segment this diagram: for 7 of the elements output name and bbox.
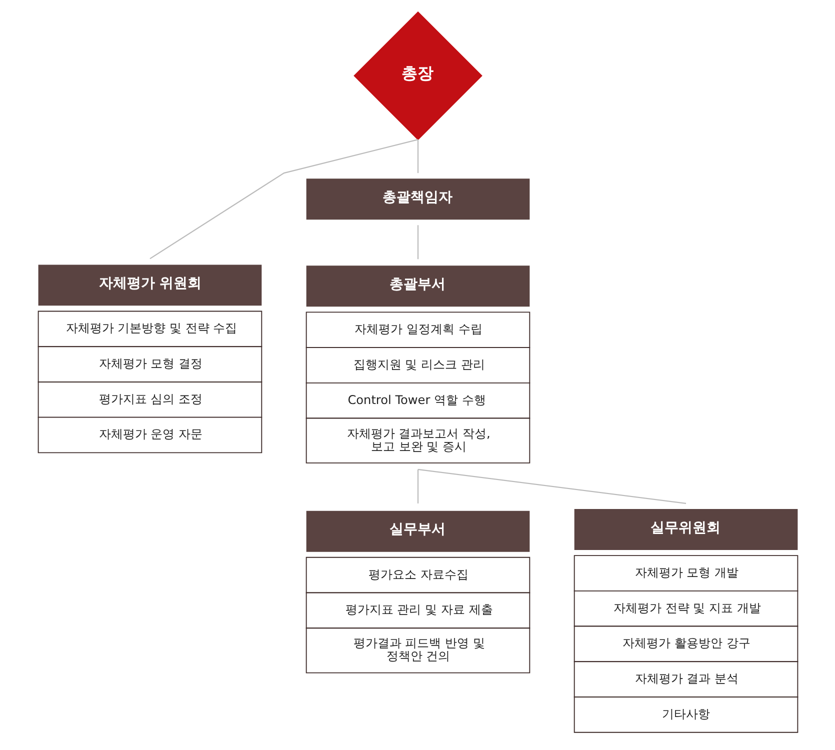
node-diamond: 총장 — [353, 11, 482, 140]
connector — [417, 468, 686, 504]
connector — [416, 225, 418, 260]
connector — [416, 469, 418, 504]
connector — [416, 140, 418, 174]
node-box: 총괄책임자 — [306, 178, 530, 220]
connector — [149, 139, 418, 260]
